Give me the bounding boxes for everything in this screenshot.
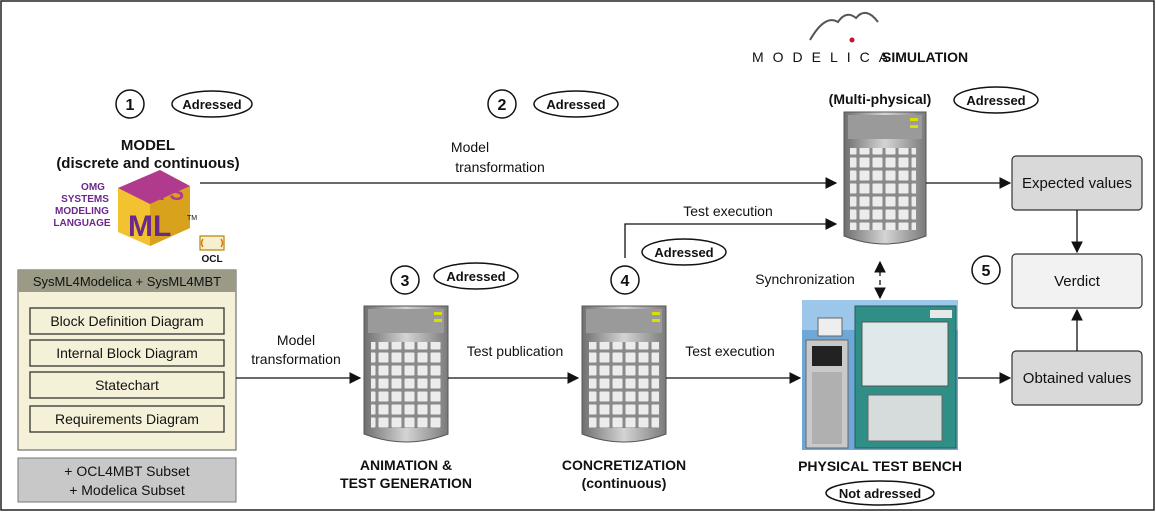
status-badge: [171, 90, 253, 118]
ocl-label: OCL: [201, 254, 222, 265]
modelica-wordmark: MODELICA: [752, 49, 897, 65]
trademark-mark: TM: [187, 215, 197, 222]
status-badge: [533, 90, 619, 118]
animation-label: TEST GENERATION: [340, 475, 472, 491]
edge-label: Model: [277, 332, 315, 348]
obtained-values-label: Obtained values: [1023, 370, 1131, 387]
step-number-badge: [390, 265, 420, 295]
physical-bench-label: PHYSICAL TEST BENCH: [798, 458, 962, 474]
profile-box: SysML4Modelica + SysML4MBT Block Definit…: [17, 269, 237, 503]
edge-label: transformation: [251, 351, 340, 367]
multi-physical-label: (Multi-physical): [829, 91, 932, 107]
step-number: 5: [982, 263, 991, 280]
profile-header: SysML4Modelica + SysML4MBT: [33, 274, 221, 289]
step-number-badge: [610, 265, 640, 295]
status-text: Adressed: [182, 97, 241, 112]
step-number: 4: [621, 273, 630, 290]
step-number: 2: [498, 97, 507, 114]
folder-icon: [199, 235, 225, 251]
step-2: 2 Adressed: [487, 89, 619, 119]
profile-item-label: Statechart: [95, 377, 159, 393]
step-5: 5: [971, 255, 1001, 285]
sysml-logo-language: LANGUAGE: [53, 218, 111, 229]
profile-item: [29, 405, 225, 433]
edge-label: Test execution: [685, 343, 775, 359]
sysml-logo-sys: SYS: [140, 180, 184, 205]
step-3: 3 Adressed: [390, 262, 519, 295]
animation-label: ANIMATION &: [360, 457, 452, 473]
ocl-logo: OCL: [199, 235, 225, 265]
status-text: Not adressed: [839, 486, 921, 501]
edge-label: Test execution: [683, 203, 773, 219]
step-number: 1: [126, 97, 135, 114]
concretization-server-icon: [581, 305, 667, 443]
concretization-label: CONCRETIZATION: [562, 457, 686, 473]
edge-label: transformation: [455, 159, 544, 175]
step-number-badge: [115, 89, 145, 119]
step-number-badge: [487, 89, 517, 119]
model-subtitle: (discrete and continuous): [56, 155, 239, 172]
simulation-server-icon: [843, 111, 927, 245]
sysml-logo-omg: OMG: [81, 182, 105, 193]
status-badge: [953, 86, 1039, 114]
sysml-logo-modeling: MODELING: [55, 206, 109, 217]
step-4: 4: [610, 265, 640, 295]
profile-item-label: Block Definition Diagram: [50, 313, 203, 329]
arrow-concretization-to-simulation: [624, 218, 838, 258]
status-text: Adressed: [446, 269, 505, 284]
step-number: 3: [401, 273, 410, 290]
animation-server-icon: [363, 305, 449, 443]
profile-item: [29, 339, 225, 367]
status-badge: [825, 480, 935, 506]
verdict-box: [1011, 253, 1143, 309]
status-text: Adressed: [546, 97, 605, 112]
sysml-logo: SYS ML OMG SYSTEMS MODELING LANGUAGE TM: [53, 170, 197, 246]
modelica-dot-icon: [849, 37, 855, 43]
profile-item: [29, 307, 225, 335]
modelica-logo: MODELICA SIMULATION: [752, 11, 968, 65]
profile-item-label: Internal Block Diagram: [56, 345, 198, 361]
subset-line: + Modelica Subset: [69, 482, 185, 498]
physical-test-bench-photo: [802, 300, 958, 450]
status-text: Adressed: [966, 93, 1025, 108]
sysml-logo-systems: SYSTEMS: [61, 194, 109, 205]
status-text: Adressed: [654, 245, 713, 260]
expected-values-label: Expected values: [1022, 175, 1132, 192]
profile-item-label: Requirements Diagram: [55, 411, 199, 427]
edge-label: Test publication: [467, 343, 564, 359]
edge-label: Synchronization: [755, 271, 855, 287]
subset-box: [17, 457, 237, 503]
sysml-logo-ml: ML: [128, 210, 171, 243]
profile-item: [29, 371, 225, 399]
model-title: MODEL: [121, 137, 175, 154]
profile-header-bar: [18, 270, 236, 292]
step-number-badge: [971, 255, 1001, 285]
verdict-label: Verdict: [1054, 273, 1101, 290]
edge-label: Model: [451, 139, 489, 155]
concretization-label: (continuous): [582, 475, 667, 491]
subset-line: + OCL4MBT Subset: [64, 463, 190, 479]
status-badge: [433, 262, 519, 290]
step-1: 1 Adressed: [115, 89, 253, 119]
simulation-label: SIMULATION: [882, 49, 968, 65]
status-badge: [641, 238, 727, 266]
